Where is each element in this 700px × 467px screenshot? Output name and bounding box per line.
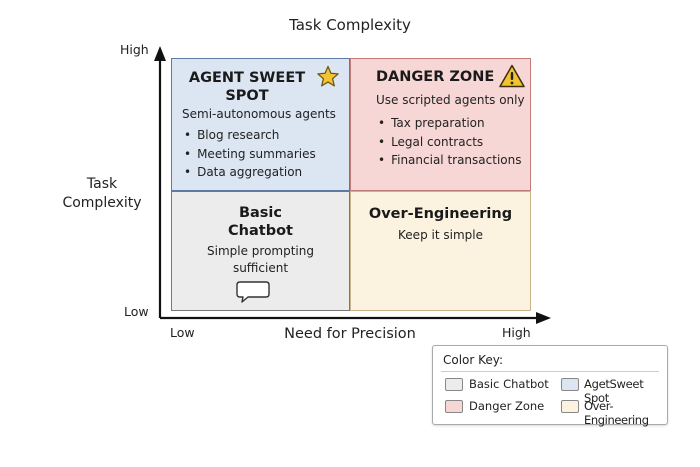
color-key-label-basic-chatbot: Basic Chatbot (469, 377, 549, 391)
over-engineering-title: Over-Engineering (368, 206, 513, 222)
warning-icon (499, 64, 525, 88)
list-item: Meeting summaries (184, 145, 316, 164)
color-key-swatch-sweet-spot (561, 378, 579, 391)
color-key-divider (441, 371, 659, 372)
list-item: Tax preparation (378, 114, 521, 133)
danger-zone-list: Tax preparation Legal contracts Financia… (378, 114, 521, 170)
x-axis-low: Low (170, 325, 195, 340)
y-axis-label-line1: Task (86, 176, 118, 192)
quadrant-danger-zone: DANGER ZONE Use scripted agents only Tax… (350, 58, 531, 191)
x-axis-arrow (536, 312, 551, 324)
color-key-label-danger-zone: Danger Zone (469, 399, 545, 413)
y-axis-label-line2: Complexity (62, 195, 142, 211)
sweet-spot-list: Blog research Meeting summaries Data agg… (184, 126, 316, 182)
quadrant-basic-chatbot: Basic Chatbot Simple prompting sufficien… (171, 191, 350, 311)
list-item: Legal contracts (378, 133, 521, 152)
color-key-label-sweet-spot: AgetSweet Spot (584, 377, 644, 405)
list-item: Data aggregation (184, 163, 316, 182)
sweet-spot-title-line2: SPOT (225, 88, 269, 104)
color-key-swatch-basic-chatbot (445, 378, 463, 391)
chat-bubble-icon (236, 281, 270, 303)
over-engineering-subtitle: Keep it simple (398, 228, 483, 242)
basic-chatbot-title: Basic Chatbot (172, 204, 349, 240)
sweet-spot-title-line1: AGENT SWEET (188, 70, 306, 86)
sweet-spot-subtitle: Semi-autonomous agents (182, 107, 336, 121)
y-axis-high: High (120, 42, 149, 57)
quadrant-agent-sweet-spot: AGENT SWEET SPOT Semi-autonomous agents … (171, 58, 350, 191)
sweet-spot-title: AGENT SWEET SPOT (182, 69, 312, 105)
list-item: Financial transactions (378, 151, 521, 170)
basic-chatbot-subtitle-line2: sufficient (232, 261, 289, 275)
basic-chatbot-title-line1: Basic (238, 205, 283, 221)
danger-zone-title: DANGER ZONE (376, 69, 495, 85)
y-axis-label: Task Complexity (62, 175, 142, 213)
list-item: Blog research (184, 126, 316, 145)
x-axis-high: High (502, 325, 531, 340)
basic-chatbot-subtitle: Simple prompting sufficient (172, 243, 349, 277)
color-key-title: Color Key: (443, 353, 504, 367)
basic-chatbot-subtitle-line1: Simple prompting (207, 244, 314, 258)
star-icon (317, 65, 339, 87)
x-axis-label: Need for Precision (284, 326, 416, 342)
y-axis-low: Low (124, 304, 149, 319)
diagram-title: Task Complexity (289, 16, 411, 34)
danger-zone-subtitle: Use scripted agents only (376, 93, 525, 107)
color-key: Color Key: Basic Chatbot AgetSweet Spot … (432, 345, 668, 427)
color-key-swatch-danger-zone (445, 400, 463, 413)
color-key-label-over-engineering: Over-Engineering (584, 399, 649, 427)
basic-chatbot-title-line2: Chatbot (228, 223, 293, 239)
color-key-swatch-over-engineering (561, 400, 579, 413)
quadrant-over-engineering: Over-Engineering Keep it simple (350, 191, 531, 311)
y-axis-arrow (154, 46, 166, 61)
